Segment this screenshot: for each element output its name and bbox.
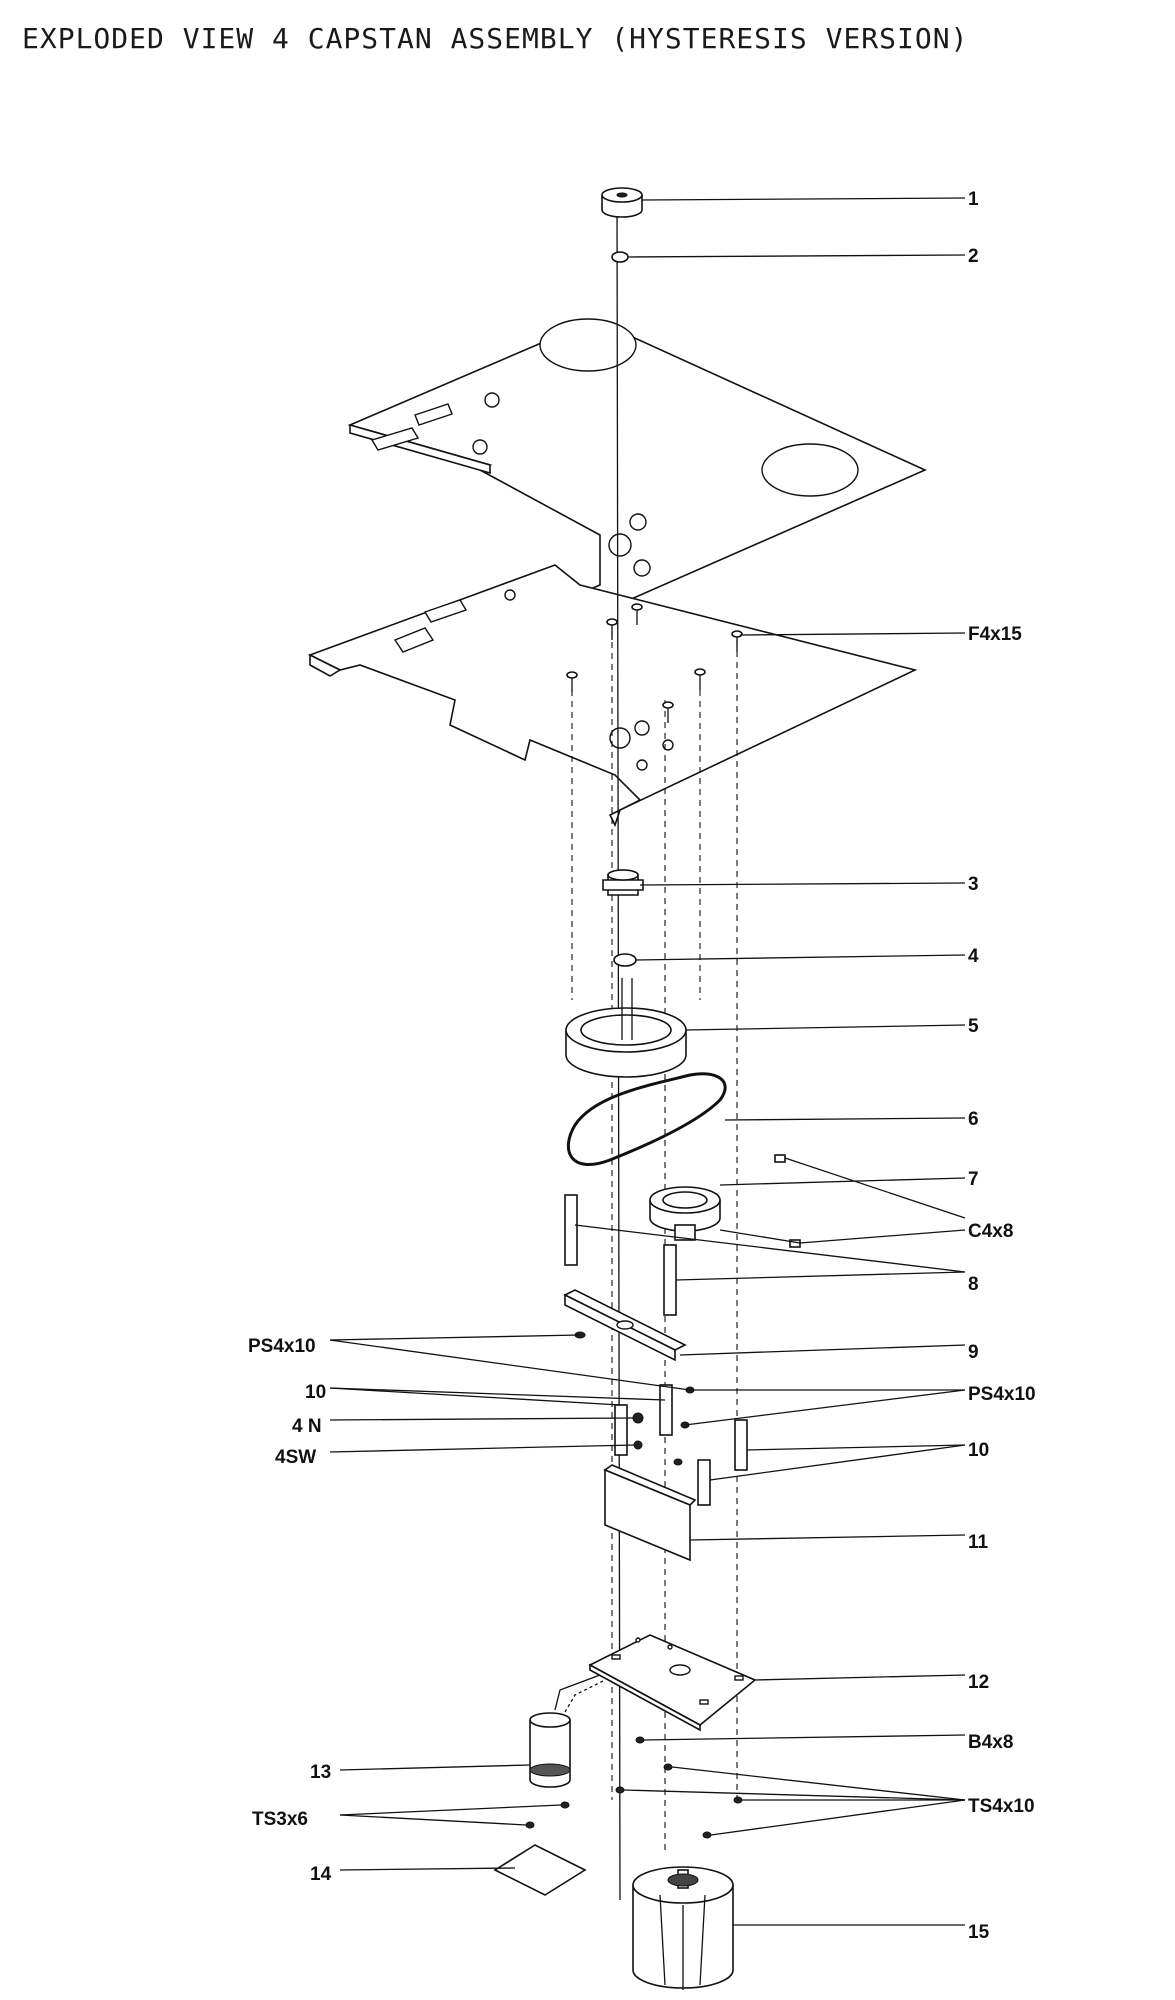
part-4-washer <box>613 953 637 967</box>
callout-9: 9 <box>968 1342 979 1363</box>
callout-12: 12 <box>968 1672 989 1693</box>
callout-ps4x10-left: PS4x10 <box>248 1336 316 1357</box>
part-12-motor-plate <box>588 1634 757 1732</box>
callout-c4x8: C4x8 <box>968 1221 1013 1242</box>
callout-14: 14 <box>310 1864 332 1885</box>
b4x8-screw <box>635 1736 645 1744</box>
part-2-washer <box>611 251 629 263</box>
4sw-washer <box>633 1440 643 1450</box>
callout-11: 11 <box>968 1532 989 1553</box>
page-title: EXPLODED VIEW 4 CAPSTAN ASSEMBLY (HYSTER… <box>22 22 969 55</box>
part-6-belt <box>566 1072 727 1167</box>
ts3x6-screw <box>560 1801 570 1809</box>
ps4x10-screw <box>673 1458 683 1466</box>
callout-b4x8: B4x8 <box>968 1732 1013 1753</box>
ts3x6-screw <box>525 1821 535 1829</box>
part-13-capacitor <box>529 1674 606 1788</box>
part-9-bracket <box>563 1289 687 1362</box>
f4x15-screws <box>566 603 743 723</box>
callout-7: 7 <box>968 1169 979 1190</box>
callout-10-left: 10 <box>305 1382 326 1403</box>
part-7-pulley <box>649 1186 721 1241</box>
callout-4sw: 4SW <box>275 1447 316 1468</box>
callout-6: 6 <box>968 1109 979 1130</box>
part-5-flywheel <box>565 978 687 1078</box>
callout-1: 1 <box>968 189 979 210</box>
c4x8-setscrew <box>774 1154 786 1163</box>
ts4x10-screws <box>615 1763 743 1839</box>
part-8-spacers <box>564 1194 677 1316</box>
callout-4n: 4 N <box>292 1416 322 1437</box>
part-1-cap <box>601 187 643 218</box>
callout-10-right: 10 <box>968 1440 989 1461</box>
callout-8: 8 <box>968 1274 979 1295</box>
callout-13: 13 <box>310 1762 331 1783</box>
callout-ps4x10-right: PS4x10 <box>968 1384 1036 1405</box>
callout-ts3x6: TS3x6 <box>252 1809 308 1830</box>
callout-4: 4 <box>968 946 979 967</box>
callout-2: 2 <box>968 246 979 267</box>
part-15-motor <box>632 1866 734 1990</box>
part-14-plate <box>493 1844 587 1896</box>
part-3-bearing <box>602 869 644 896</box>
leader-lines <box>329 197 966 1926</box>
4n-nut <box>632 1412 644 1424</box>
chassis-plate <box>307 564 918 828</box>
callout-3: 3 <box>968 874 979 895</box>
c4x8-setscrew <box>789 1239 801 1248</box>
part-11-board <box>603 1464 697 1562</box>
callout-15: 15 <box>968 1922 990 1943</box>
callout-ts4x10: TS4x10 <box>968 1796 1035 1817</box>
callout-f4x15: F4x15 <box>968 624 1022 645</box>
callout-5: 5 <box>968 1016 979 1037</box>
top-cover-plate <box>347 318 927 616</box>
